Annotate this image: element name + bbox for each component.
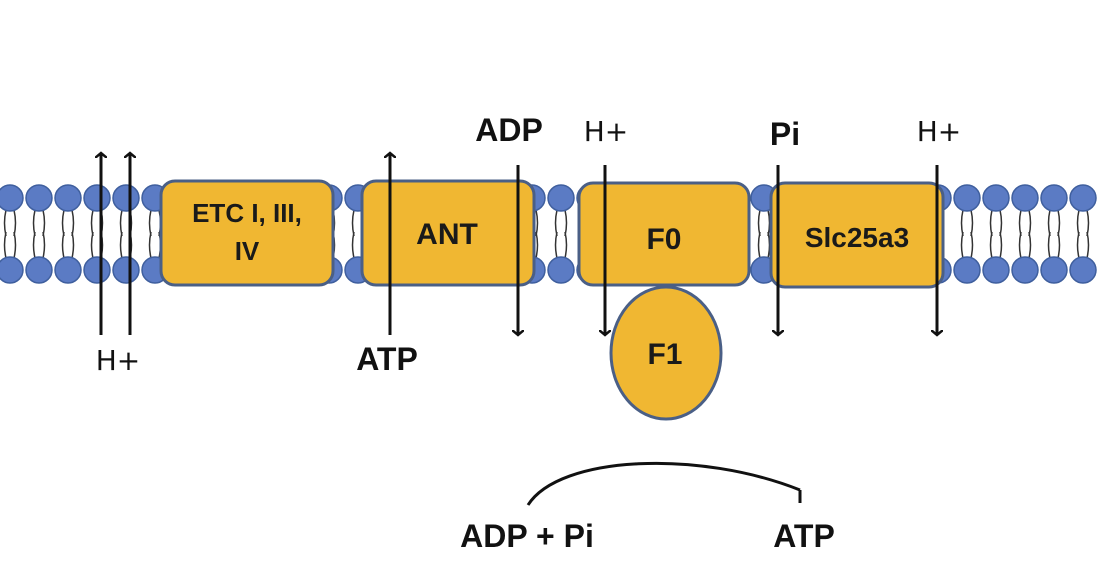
lipid-head [25, 184, 53, 212]
lipid-head [1069, 184, 1097, 212]
lipid-tail [119, 231, 123, 259]
f0-label: F0 [646, 223, 681, 256]
lipid-tail [3, 231, 7, 259]
lipid-tail [535, 231, 539, 259]
f1-subunit: F1 [609, 285, 723, 421]
ant-label: ANT [416, 218, 478, 251]
lipid-head [953, 256, 981, 284]
lipid-tail [61, 231, 65, 259]
lipid-head [547, 256, 575, 284]
lipid-tail [32, 231, 36, 259]
lipid-tail [1086, 231, 1090, 259]
etc-label-line2: IV [235, 236, 260, 266]
lipid-head [1011, 184, 1039, 212]
lipid-head [982, 184, 1010, 212]
lipid-tail [90, 231, 94, 259]
atp-label-ant: ATP [356, 341, 418, 377]
etc-complex: ETC I, III, IV [159, 179, 335, 287]
f1-label: F1 [647, 338, 682, 371]
etc-label-line1: ETC I, III, [192, 198, 302, 228]
adp-label-ant: ADP [475, 112, 543, 148]
lipid-head [54, 256, 82, 284]
slc25a3-label: Slc25a3 [805, 222, 909, 253]
lipid-tail [1028, 231, 1032, 259]
lipid-tail [757, 231, 761, 259]
lipid-head [1040, 256, 1068, 284]
lipid-tail [970, 231, 974, 259]
lipid-head [83, 256, 111, 284]
h-plus-label-slc: H+ [917, 115, 962, 148]
lipid-tail [1047, 231, 1051, 259]
lipid-head [25, 256, 53, 284]
h-plus-label-left: H+ [96, 344, 141, 377]
lipid-tail [13, 231, 17, 259]
lipid-head [54, 184, 82, 212]
lipid-head [1040, 184, 1068, 212]
lipid-tail [554, 231, 558, 259]
lipid-tail [989, 231, 993, 259]
lipid-head [112, 184, 140, 212]
lipid-tail [148, 231, 152, 259]
lipid-tail [999, 231, 1003, 259]
h-plus-label-f0: H+ [584, 115, 629, 148]
lipid-tail [71, 231, 75, 259]
lipid-tail [1018, 231, 1022, 259]
lipid-head [1069, 256, 1097, 284]
slc25a3-protein: Slc25a3 [769, 181, 945, 289]
lipid-head [0, 184, 24, 212]
arrows [101, 153, 937, 506]
lipid-head [0, 256, 24, 284]
pi-label: Pi [770, 116, 800, 152]
lipid-head [1011, 256, 1039, 284]
reaction-curve-arrow [526, 461, 801, 506]
lipid-tail [767, 231, 771, 259]
lipid-tail [1076, 231, 1080, 259]
lipid-tail [564, 231, 568, 259]
reaction-reactants-label: ADP + Pi [460, 518, 594, 554]
f0-subunit: F0 [577, 181, 751, 287]
lipid-head [547, 184, 575, 212]
lipid-tail [42, 231, 46, 259]
lipid-tail [351, 231, 355, 259]
lipid-tail [1057, 231, 1061, 259]
lipid-head [83, 184, 111, 212]
lipid-head [982, 256, 1010, 284]
reaction-product-label: ATP [773, 518, 835, 554]
lipid-head [112, 256, 140, 284]
lipid-tail [960, 231, 964, 259]
lipid-head [953, 184, 981, 212]
ant-protein: ANT [360, 179, 536, 287]
